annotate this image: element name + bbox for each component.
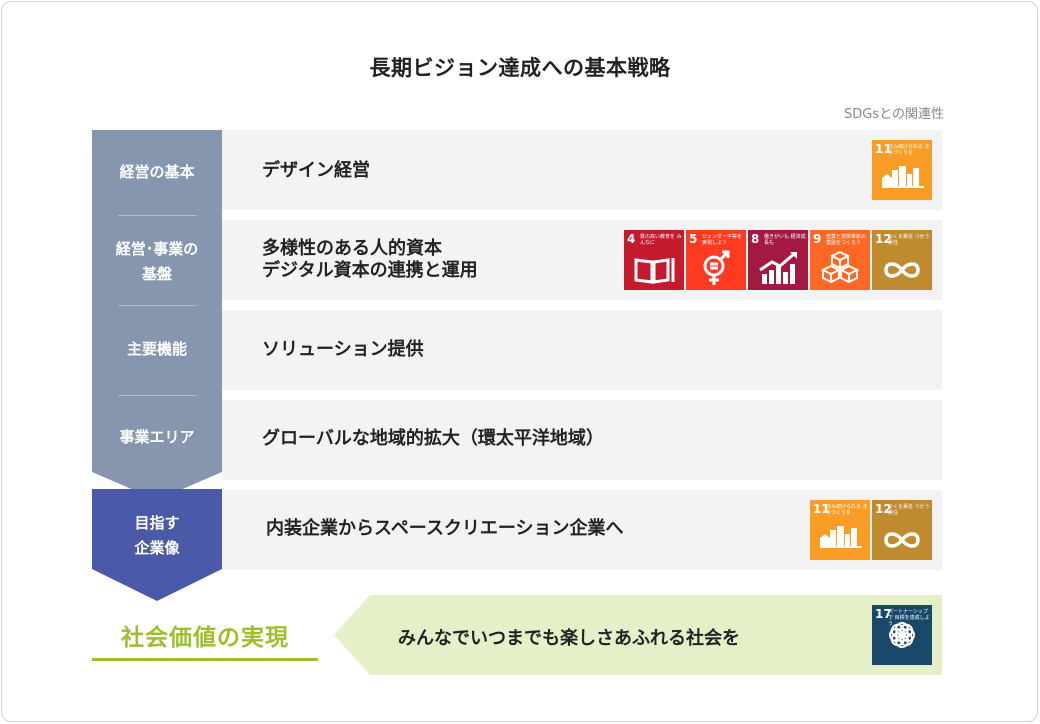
row-text: 多様性のある人的資本 デジタル資本の連携と運用: [262, 238, 478, 281]
category-label-business-area: 事業エリア: [119, 428, 195, 446]
sdg12-icon: 12 つくる責任 つかう責任: [872, 230, 932, 290]
strategy-row-design: デザイン経営: [222, 130, 942, 210]
sdg17-icon: 17 パートナーシップで 目標を達成しよう: [872, 605, 932, 665]
goal-label: 目指す 企業像: [134, 514, 180, 557]
row-text: デザイン経営: [262, 160, 370, 181]
sdg12-icon: 12 つくる責任 つかう責任: [872, 500, 932, 560]
sdg4-icon: 4 質の高い教育を みんなに: [624, 230, 684, 290]
category-divider: [118, 305, 197, 306]
sdg9-icon: 9 産業と技術革新の 基盤をつくろう: [810, 230, 870, 290]
strategy-row-global: グローバルな地域的拡大（環太平洋地域）: [222, 400, 942, 480]
category-column: 経営の基本 経営･事業の 基盤 主要機能 事業エリア: [92, 130, 222, 500]
category-label-main-functions: 主要機能: [126, 340, 187, 358]
social-value-underline: [92, 658, 318, 661]
row-text: 内装企業からスペースクリエーション企業へ: [266, 518, 624, 539]
category-column-shape: [92, 130, 222, 500]
category-divider: [118, 215, 197, 216]
row-text: グローバルな地域的拡大（環太平洋地域）: [262, 428, 604, 449]
social-value-title: 社会価値の実現: [121, 625, 289, 651]
sdg8-icon: 8 働きがいも 経済成長も: [748, 230, 808, 290]
page-title: 長期ビジョン達成への基本戦略: [369, 56, 671, 80]
sdg11-icon: 11 住み続けられる まちづくりを: [872, 140, 932, 200]
goal-box-shape: [92, 489, 222, 601]
category-label-management-basis: 経営の基本: [119, 163, 195, 181]
category-divider: [118, 395, 197, 396]
row-text: ソリューション提供: [262, 339, 424, 360]
goal-box: 目指す 企業像: [92, 489, 222, 601]
strategy-row-solutions: ソリューション提供: [222, 310, 942, 390]
category-label-foundation: 経営･事業の 基盤: [115, 240, 199, 283]
social-value-text: みんなでいつまでも楽しさあふれる社会を: [398, 628, 740, 649]
sdgs-caption: SDGsとの関連性: [844, 107, 944, 122]
sdg5-icon: 5 ジェンダー平等を 実現しよう: [686, 230, 746, 290]
sdg11-icon: 11 住み続けられる まちづくりを: [810, 500, 870, 560]
social-value-banner: [334, 595, 942, 675]
